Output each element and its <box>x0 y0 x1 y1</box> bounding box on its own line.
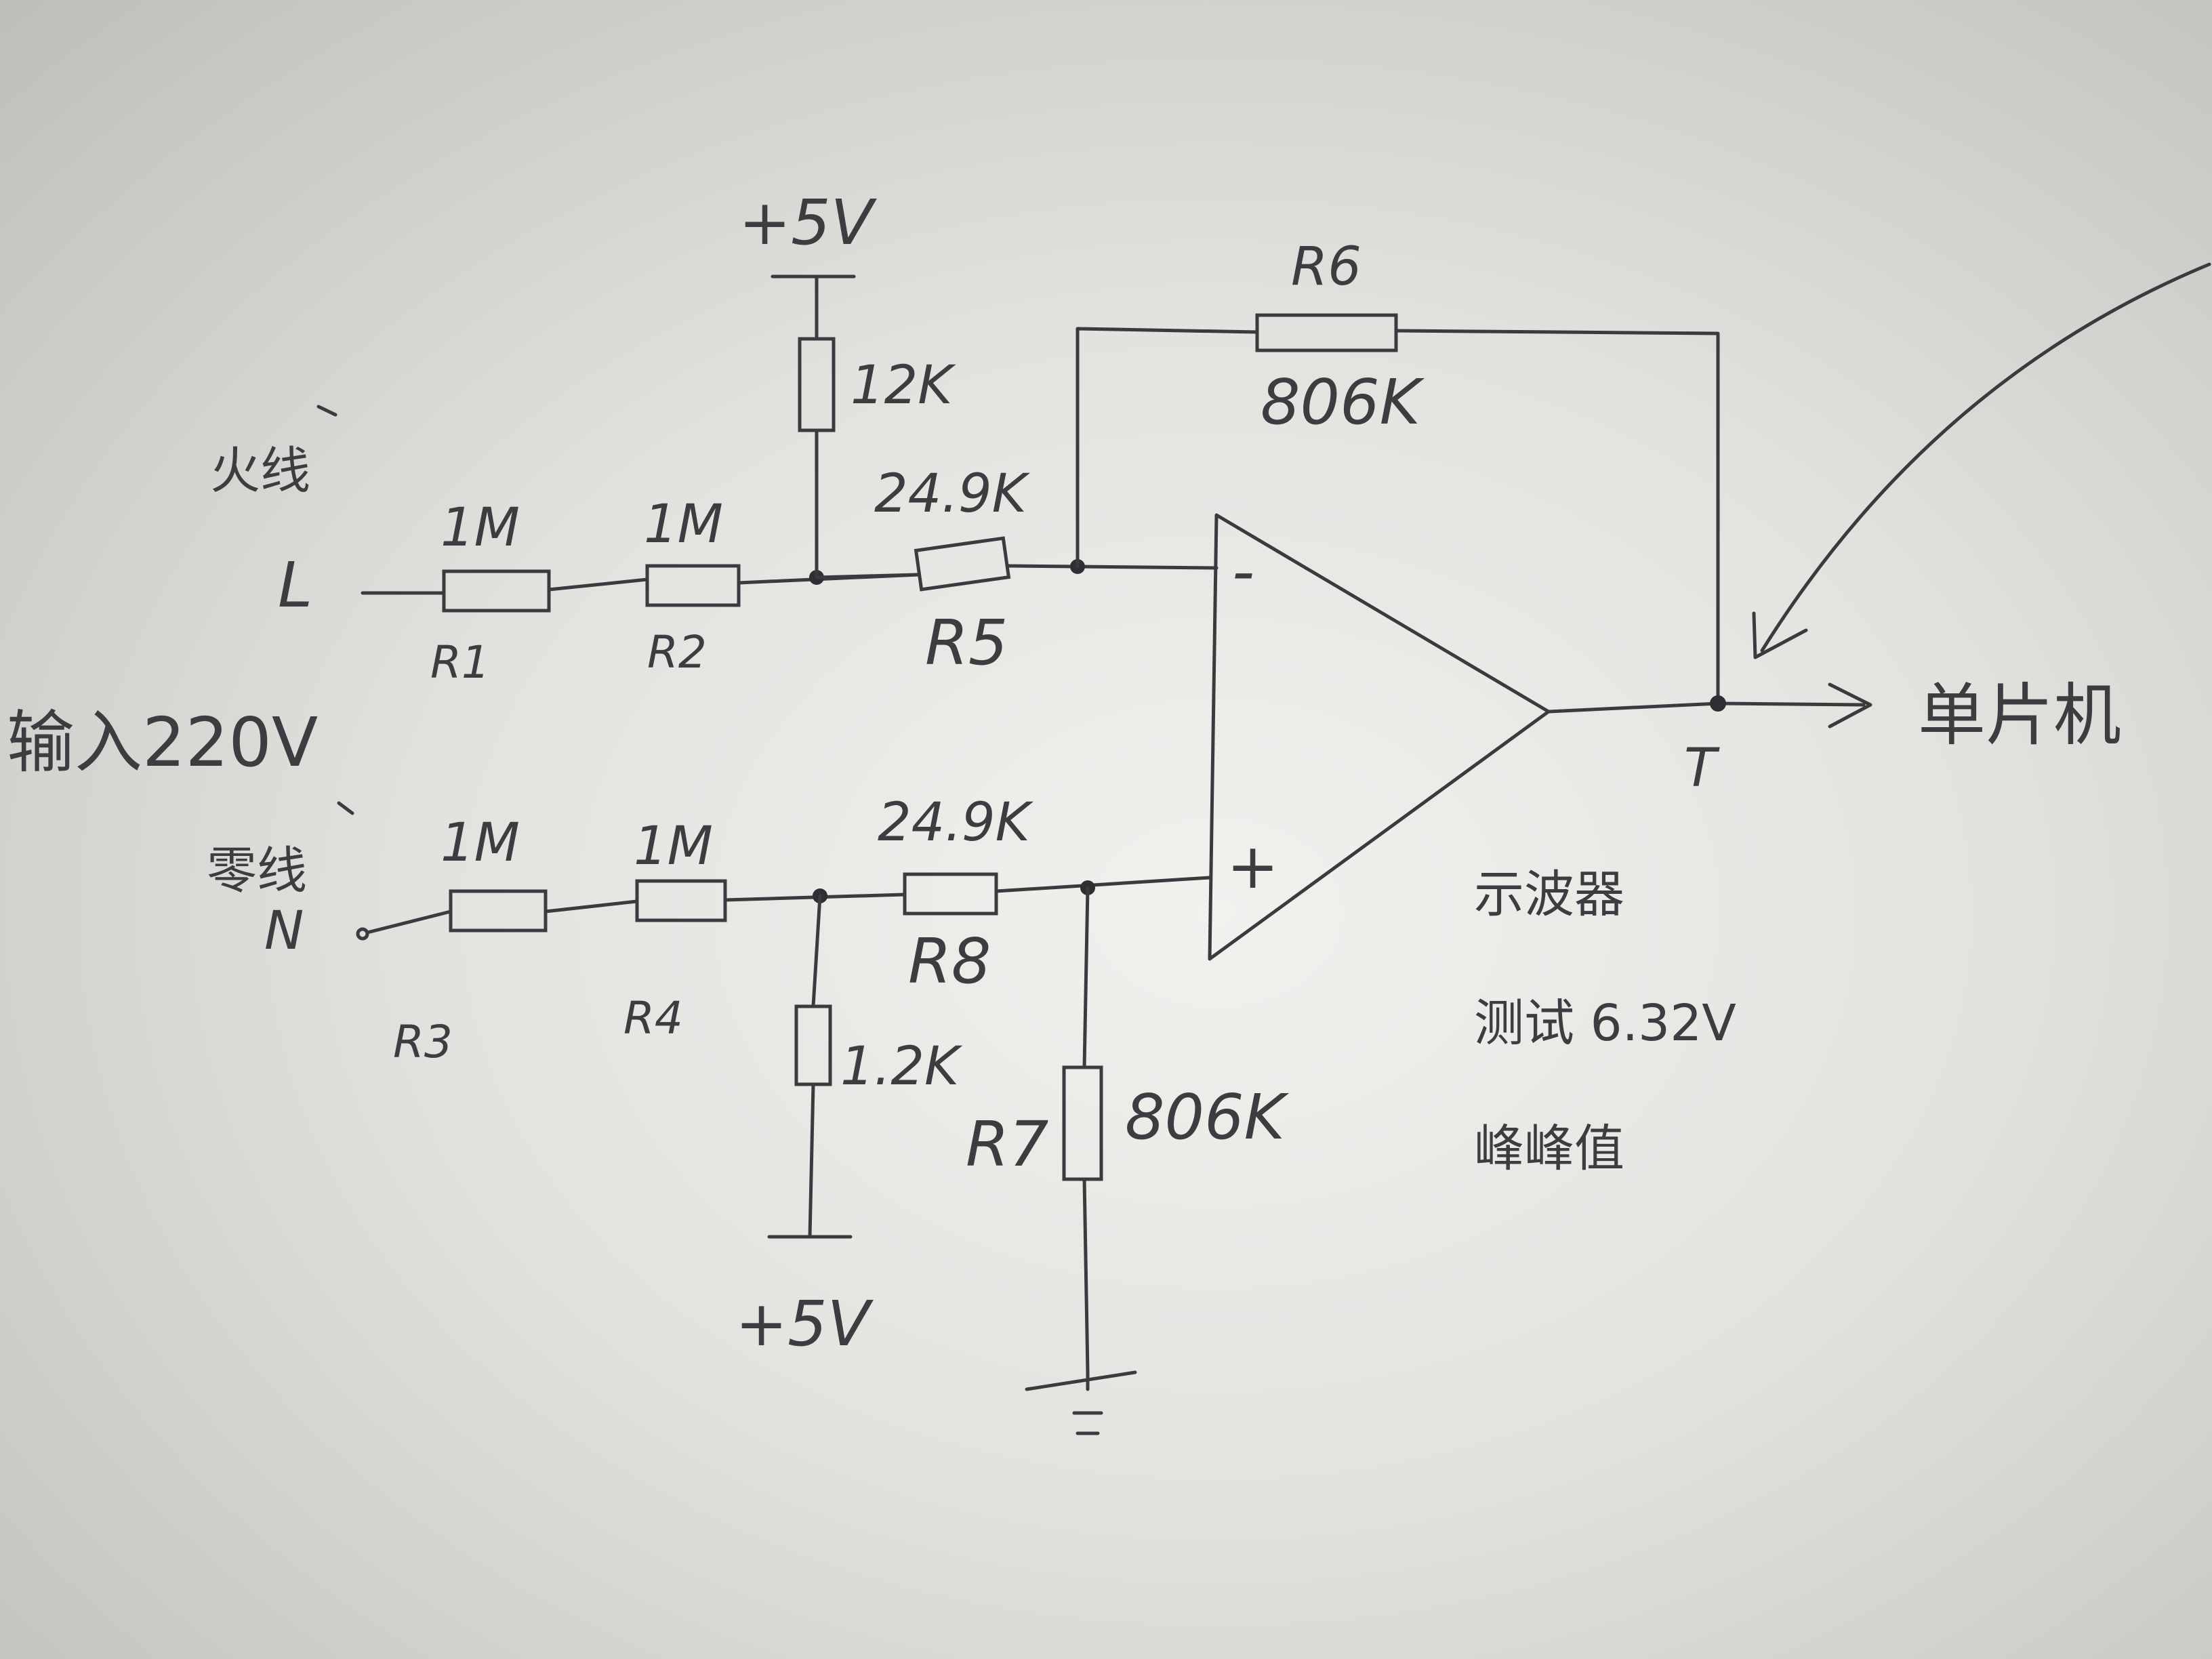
label-output-destination: 单片机 <box>1918 676 2121 755</box>
resistor-r3 <box>449 889 548 933</box>
label-note-line-3: 峰峰值 <box>1474 1120 1624 1178</box>
wire-r7-top <box>1082 886 1090 1069</box>
label-bottom-supply: +5V <box>735 1288 874 1360</box>
wire-r3-r4 <box>544 899 639 914</box>
arrow-head-output <box>1828 682 1872 729</box>
opamp-triangle <box>1208 513 1551 961</box>
label-live-wire: 火线 <box>210 442 310 500</box>
label-r6-name: R6 <box>1291 237 1361 298</box>
label-input-note: 输入220V <box>7 703 318 782</box>
label-r5-name: R5 <box>925 607 1008 679</box>
label-note-line-1: 示波器 <box>1474 865 1624 924</box>
resistor-pullup-bottom <box>794 1004 832 1086</box>
label-pullup-top-value: 12K <box>851 355 956 416</box>
resistor-r2 <box>645 564 741 607</box>
node-output-junction <box>1710 695 1726 712</box>
label-top-supply: +5V <box>739 186 878 259</box>
wire-r8-plus <box>994 876 1212 893</box>
label-neutral-terminal: N <box>264 901 304 962</box>
label-r1-name: R1 <box>430 636 490 689</box>
label-opamp-minus: - <box>1232 535 1254 608</box>
label-neutral-wire: 零线 <box>207 842 307 900</box>
tick-mark-live <box>316 405 337 417</box>
resistor-r1 <box>442 569 551 613</box>
label-r4-name: R4 <box>623 992 683 1044</box>
label-output-node: T <box>1684 738 1720 799</box>
wire-feedback-right <box>1394 329 1720 703</box>
label-r4-value: 1M <box>634 816 713 877</box>
wire-node-r5 <box>815 573 920 579</box>
wire-bottom-pullup <box>811 894 822 1008</box>
label-r8-name: R8 <box>908 925 991 998</box>
label-r7-name: R7 <box>966 1108 1048 1181</box>
resistor-pullup-top <box>798 337 836 432</box>
label-r8-value: 24.9K <box>878 792 1034 853</box>
terminal-neutral <box>356 927 369 941</box>
label-r1-value: 1M <box>441 497 520 558</box>
wire-r1-r2 <box>547 577 649 592</box>
label-r2-value: 1M <box>644 494 723 555</box>
label-live-terminal: L <box>278 549 312 621</box>
wire-output <box>1547 701 1866 714</box>
resistor-r6 <box>1255 313 1398 352</box>
label-r3-value: 1M <box>441 813 520 874</box>
label-opamp-plus: + <box>1227 830 1279 903</box>
resistor-r8 <box>903 872 998 916</box>
ground-symbol <box>1025 1370 1137 1435</box>
pointer-arrow-head <box>1752 611 1808 659</box>
tick-mark-neutral <box>337 801 354 815</box>
resistor-r4 <box>635 879 727 922</box>
label-r6-value: 806K <box>1261 366 1425 438</box>
label-note-line-2: 测试 6.32V <box>1474 994 1736 1052</box>
label-r7-value: 806K <box>1125 1081 1290 1153</box>
label-r2-name: R2 <box>647 626 707 678</box>
wire-r7-ground <box>1082 1177 1090 1374</box>
wire-neutral-input <box>365 909 453 935</box>
wire-feedback-left <box>1076 327 1259 569</box>
label-r3-name: R3 <box>393 1016 453 1068</box>
wire-r5-minus <box>1006 564 1218 570</box>
wire-bottom-pullup-rail <box>808 1082 815 1239</box>
resistor-r5 <box>914 536 1011 592</box>
pointer-arrow <box>1760 262 2211 653</box>
label-r5-value: 24.9K <box>874 464 1031 525</box>
resistor-r7 <box>1062 1065 1103 1181</box>
label-pullup-bottom-value: 1.2K <box>840 1036 963 1097</box>
